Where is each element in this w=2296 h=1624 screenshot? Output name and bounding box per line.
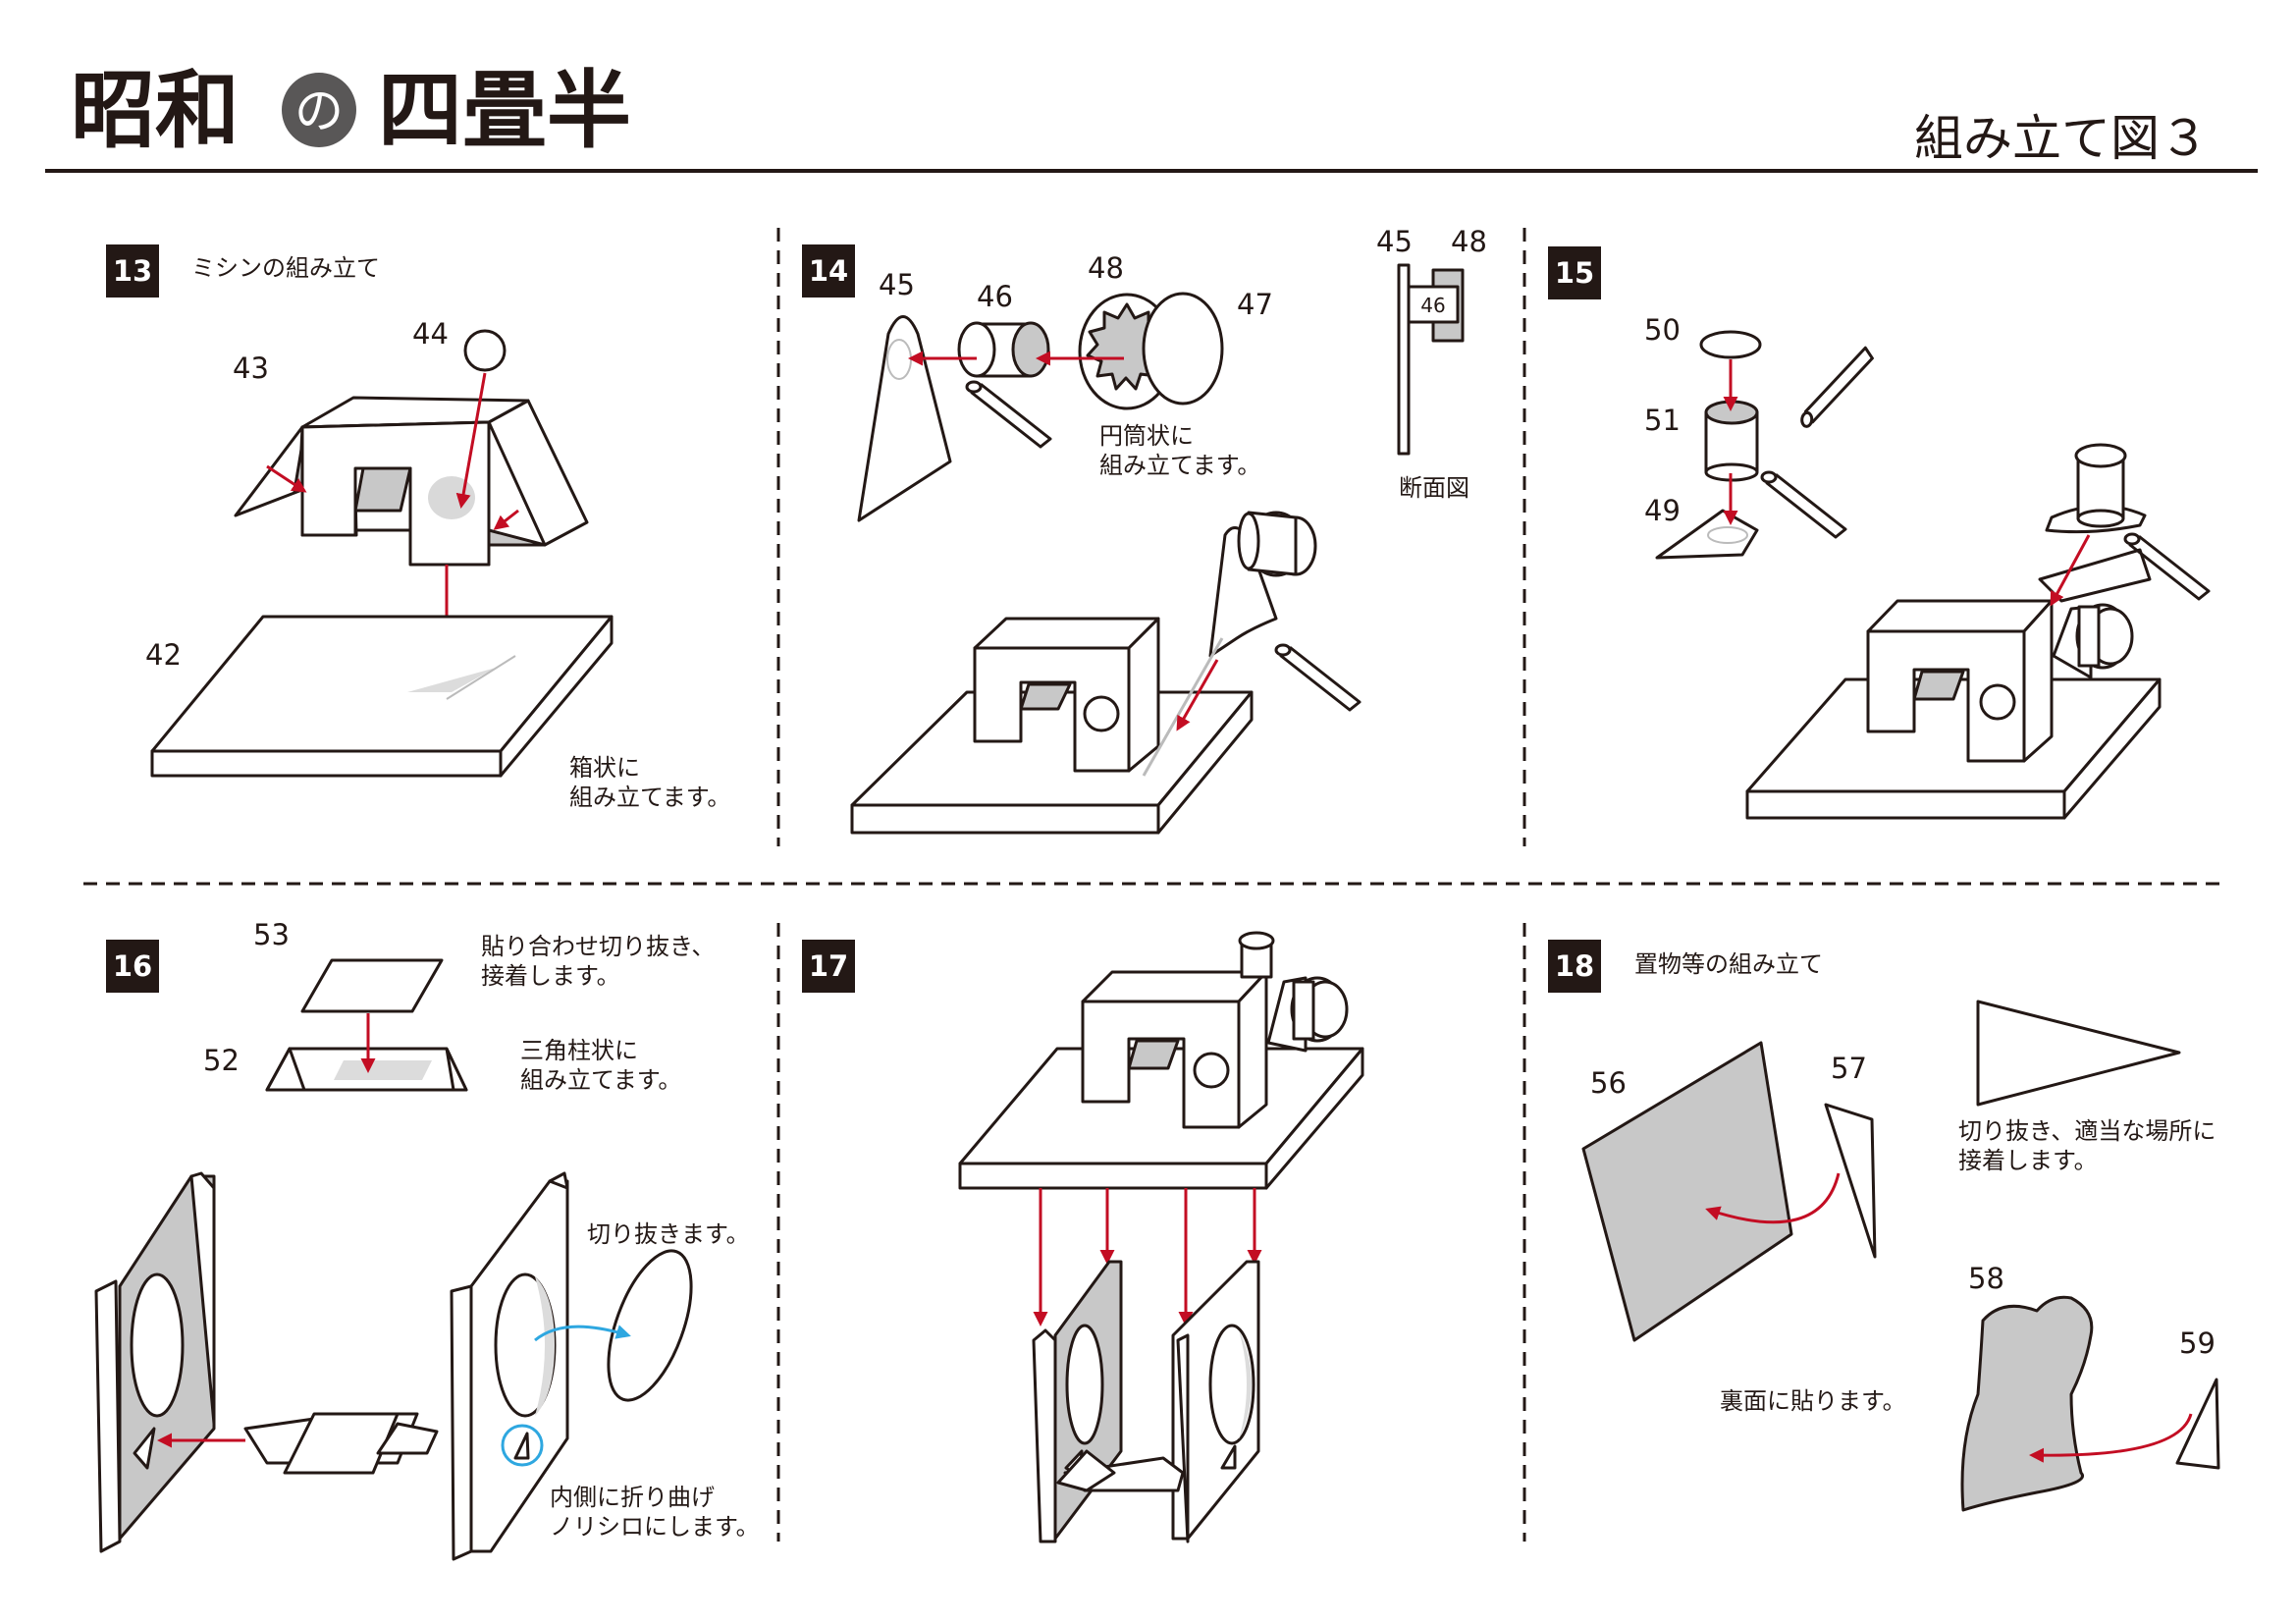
glue-stick-icon [1274,643,1362,712]
part-53-label: 53 [253,918,290,951]
part-49-label: 49 [1644,494,1681,527]
glue-stick-icon [1799,341,1875,434]
cut-arrow [534,1325,631,1342]
step-13-note-2: 組み立てます。 [569,784,730,811]
part-45-label: 45 [879,268,915,301]
step-15: 15 50 51 49 [1548,246,2211,820]
part-45-piece [857,315,952,522]
step-15-badge [1548,246,1601,299]
part-43-box [234,396,589,567]
step-14-assembly [850,511,1317,835]
step-18-note-2: 接着します。 [1958,1147,2098,1174]
part-47-disc [1142,292,1224,406]
step-14-number: 14 [809,254,848,288]
part-44-label: 44 [412,317,449,351]
step-15-assembly [1745,548,2162,820]
part-44-disc [463,329,507,372]
title-left: 昭和 [71,61,240,160]
part-51-label: 51 [1644,404,1681,437]
step-18-note-3: 裏面に貼ります。 [1720,1387,1906,1415]
step-17: 17 [802,931,1364,1543]
step-16: 16 53 52 貼り合わせ切り抜き、 接着します。 三角柱状に 組み立てます。… [94,918,760,1561]
part-57-triangle [1824,1103,1877,1259]
step-16-note-7: ノリシロにします。 [550,1513,760,1541]
part-47-label: 47 [1237,288,1273,321]
step-13-title: ミシンの組み立て [191,254,380,282]
title-badge: の [294,82,344,139]
step-16-note-1: 貼り合わせ切り抜き、 [481,933,715,960]
step-17-machine [958,931,1364,1190]
glue-stick-icon [1760,470,1847,539]
part-52-label: 52 [203,1044,240,1077]
part-60-pennant [1976,1000,2181,1107]
step-18-badge [1548,940,1601,993]
section-label-45: 45 [1376,225,1413,258]
step-14-badge [802,244,855,298]
page-header: 昭和 の 四畳半 組み立て図３ [45,61,2258,173]
step-15-top-assembly [2045,443,2147,534]
page-subtitle: 組み立て図３ [1914,110,2209,167]
step-17-badge [802,940,855,993]
step-13-note-1: 箱状に [569,754,640,782]
step-16-note-3: 三角柱状に [520,1037,638,1064]
part-43-label: 43 [233,352,269,385]
step-15-number: 15 [1555,256,1594,290]
step-16-left-panel [94,1171,216,1553]
glue-stick-icon [965,380,1052,449]
section-caption: 断面図 [1399,474,1469,502]
part-58-blob [1960,1295,2094,1512]
step-13: 13 ミシンの組み立て 44 43 42 箱状に [106,244,730,811]
part-59-triangle [2175,1378,2220,1470]
part-50-label: 50 [1644,313,1681,347]
step-17-number: 17 [809,949,848,983]
step-16-note-4: 組み立てます。 [520,1066,681,1094]
part-48-label: 48 [1088,251,1124,285]
step-16-center-prism [243,1412,439,1475]
step-17-stand [1032,1260,1260,1543]
step-16-badge [106,940,159,993]
step-16-note-5: 切り抜きます。 [587,1220,750,1248]
step-16-note-6: 内側に折り曲げ [550,1484,715,1511]
cross-section: 45 48 46 断面図 [1376,225,1487,502]
panel-dividers [83,228,2220,1542]
step-18-note-1: 切り抜き、適当な場所に [1958,1117,2216,1145]
title-right: 四畳半 [378,61,631,160]
part-53-sheet [300,958,444,1013]
cutout-disc [607,1249,693,1402]
step-14: 14 45 46 48 47 円筒状に 組み立てます。 45 48 [802,225,1487,835]
part-50-disc [1699,330,1762,359]
step-14-note-2: 組み立てます。 [1099,452,1260,479]
step-14-note-1: 円筒状に [1099,422,1194,450]
part-46-cylinder [957,321,1050,378]
part-57-label: 57 [1831,1052,1867,1085]
step-18-number: 18 [1555,949,1594,983]
part-59-label: 59 [2179,1326,2216,1360]
step-16-number: 16 [113,949,152,983]
step-16-right-panel [450,1171,569,1561]
title-badge-circle [282,73,356,147]
step-13-number: 13 [113,254,152,288]
step-18: 18 置物等の組み立て 56 57 60 58 59 切り抜き、適当な場所に 接… [1548,940,2220,1512]
part-42-base [150,615,614,778]
part-56-label: 56 [1590,1066,1627,1100]
step-18-title: 置物等の組み立て [1634,950,1823,978]
part-51-cylinder [1704,400,1759,482]
part-46-label: 46 [977,280,1013,313]
part-56-panel [1581,1041,1793,1342]
part-58-label: 58 [1968,1262,2004,1295]
step-16-note-2: 接着します。 [481,962,620,990]
step-13-badge [106,244,159,298]
section-label-48: 48 [1451,225,1487,258]
part-52-prism [265,1047,468,1092]
part-42-label: 42 [145,638,182,672]
section-inner-46: 46 [1420,294,1445,317]
